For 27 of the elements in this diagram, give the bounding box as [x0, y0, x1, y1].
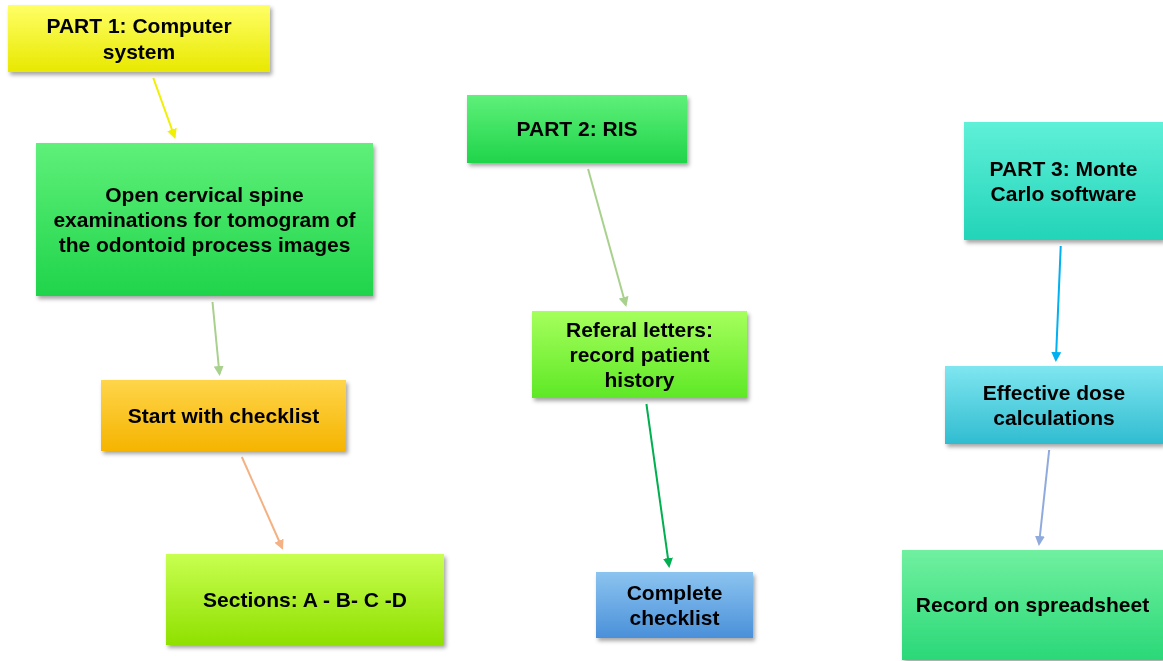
arrow	[1034, 449, 1051, 546]
process-box	[467, 95, 687, 163]
box-label: Sections: A - B- C -D	[203, 586, 407, 613]
box-label: Complete checklist	[625, 579, 724, 631]
process-box	[166, 554, 444, 645]
arrow	[240, 456, 284, 550]
box-label: Start with checklist	[127, 402, 320, 429]
process-box	[945, 366, 1163, 444]
arrow	[587, 168, 629, 307]
process-box	[964, 122, 1163, 240]
process-box	[101, 380, 346, 451]
arrow	[211, 301, 224, 376]
box-label: Effective dose calculations	[981, 379, 1127, 431]
process-box	[532, 311, 747, 398]
process-box	[36, 143, 373, 296]
box-label: PART 2: RIS	[516, 116, 638, 142]
box-label: Open cervical spine examinations for tomogram of the odontoid process images	[52, 181, 357, 258]
arrow	[152, 77, 177, 139]
box-label: Referal letters: record patient history	[564, 316, 715, 393]
process-box	[902, 550, 1163, 660]
process-box	[596, 572, 753, 638]
process-box	[8, 5, 270, 72]
arrow	[645, 403, 673, 568]
box-label: Record on spreadsheet	[915, 592, 1150, 618]
box-label: PART 3: Monte Carlo software	[988, 155, 1139, 207]
arrow	[1051, 245, 1062, 362]
box-label: PART 1: Computer system	[45, 13, 233, 64]
